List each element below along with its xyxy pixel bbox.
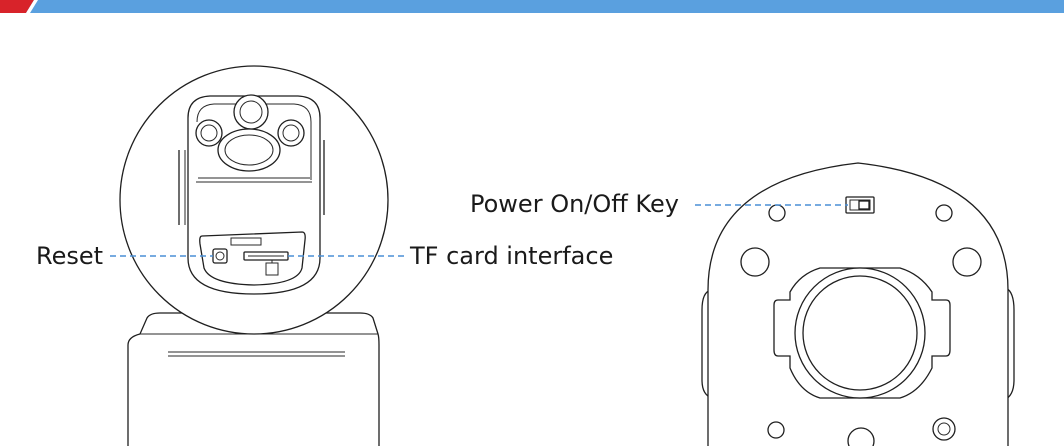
tf-card-label: TF card interface <box>409 242 613 270</box>
header-red-accent <box>0 0 34 13</box>
screw-hole-mid-left <box>740 247 770 277</box>
lens-housing-inner <box>196 103 312 180</box>
screw-hole-top-right <box>935 204 953 222</box>
lens-main-inner <box>224 134 274 166</box>
ir-led-left <box>195 119 223 147</box>
power-key-label: Power On/Off Key <box>470 190 679 218</box>
lens-main <box>217 128 281 172</box>
lens-top-inner <box>239 100 263 124</box>
power-switch-frame <box>849 199 871 211</box>
header-accent-gap <box>26 0 38 13</box>
header-bar <box>0 0 1064 13</box>
power-switch-toggle <box>858 200 870 210</box>
reset-button-housing <box>212 248 228 264</box>
screw-hole-mid-right <box>952 247 982 277</box>
camera-back-view <box>701 162 1015 446</box>
ir-led-right <box>277 119 305 147</box>
back-side-bump-right <box>1003 287 1015 401</box>
ir-led-left-inner <box>200 124 218 142</box>
screw-hole-top-left <box>768 204 786 222</box>
center-ring-inner <box>802 275 918 391</box>
screw-hole-bottom-center <box>847 427 875 446</box>
reset-button <box>215 251 225 261</box>
ir-led-right-inner <box>282 124 300 142</box>
screw-hole-bottom-right-inner <box>937 422 951 436</box>
screw-hole-bottom-right <box>932 417 956 441</box>
callout-power-key: Power On/Off Key <box>470 190 848 218</box>
screw-hole-bottom-left <box>767 421 785 439</box>
reset-label: Reset <box>36 242 103 270</box>
back-side-bump-left <box>701 289 713 399</box>
header-blue-stripe <box>0 0 1064 13</box>
callout-tf-card: TF card interface <box>288 242 613 270</box>
callout-reset: Reset <box>36 242 213 270</box>
lens-top <box>233 94 269 130</box>
hatch-component <box>230 237 262 246</box>
camera-front-view <box>119 65 389 446</box>
